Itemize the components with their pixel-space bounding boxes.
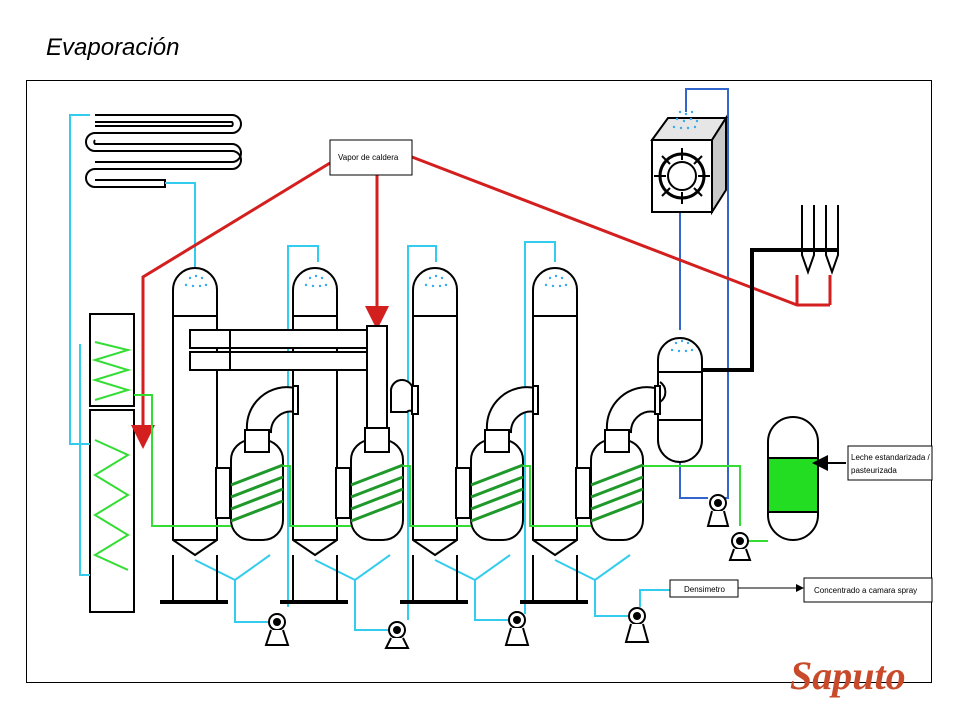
steam-lines: [131, 155, 832, 449]
cooling-water-lines: [69, 114, 670, 631]
column-spray-dots: [184, 274, 694, 353]
separators: [215, 378, 661, 541]
milk-label-line2: pasteurizada: [851, 466, 897, 475]
steam-label: Vapor de caldera: [338, 153, 399, 162]
page-title: Evaporación: [46, 34, 180, 61]
pump-2: [384, 621, 410, 649]
pump-6: [728, 532, 752, 561]
separator-vessel: [657, 337, 703, 463]
pump-4: [624, 607, 650, 643]
milk-label-line1: Leche estandarizada /: [851, 453, 931, 462]
densimeter-box: Densimetro: [669, 579, 739, 598]
pump-1: [264, 613, 290, 646]
fan-unit: [650, 114, 728, 216]
cyclone-exhaust: [700, 248, 838, 372]
milk-tank: [767, 416, 819, 541]
condenser-coil: [85, 114, 242, 188]
pump-5: [706, 494, 730, 527]
saputo-logo: Saputo: [790, 653, 906, 698]
concentrate-label: Concentrado a camara spray: [814, 586, 917, 595]
product-lines: [134, 394, 768, 542]
concentrate-box: Concentrado a camara spray: [803, 577, 933, 603]
milk-label-box: Leche estandarizada / pasteurizada: [847, 445, 933, 481]
pumps: [264, 494, 752, 649]
spray-dots: [672, 110, 699, 130]
preheater-lower: [89, 409, 135, 613]
preheater-upper: [89, 313, 135, 407]
pump-3: [504, 611, 530, 646]
steam-label-box: Vapor de caldera: [329, 139, 413, 176]
cyclones: [801, 205, 839, 276]
thermocompressor: [189, 325, 388, 457]
densimeter-label: Densimetro: [684, 585, 725, 594]
diagram-frame: [26, 80, 932, 683]
